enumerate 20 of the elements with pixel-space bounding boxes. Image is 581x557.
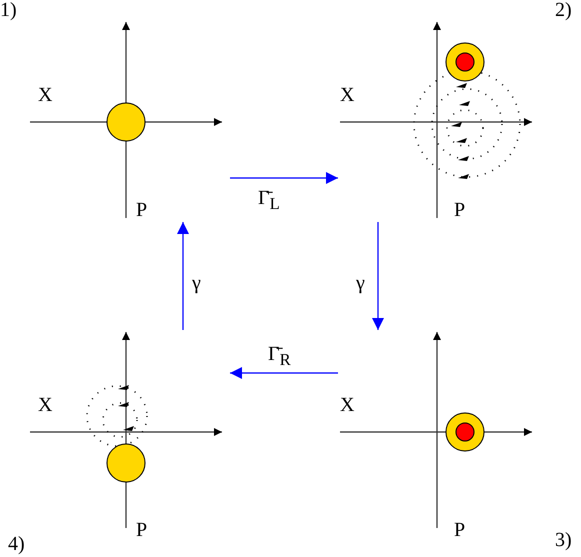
panel-number: 2) <box>555 0 572 20</box>
arrow <box>230 172 338 184</box>
axis-label: X <box>38 395 52 415</box>
arrow <box>372 222 384 330</box>
edge-label: γ <box>192 272 201 294</box>
edge-label: γ <box>356 272 365 294</box>
axis-label: P <box>454 520 466 540</box>
arrow <box>177 222 189 330</box>
axis-label: X <box>38 85 52 105</box>
panel-number: 3) <box>555 530 572 550</box>
arrow <box>230 367 338 379</box>
axis-label: P <box>454 200 466 220</box>
edge-label: Γ̄$_{R}$ <box>268 343 291 371</box>
edge-label: Γ̄$_{L}$ <box>258 187 280 215</box>
axis-label: X <box>340 395 354 415</box>
axis-label: X <box>340 85 354 105</box>
panel-number: 1) <box>0 0 17 20</box>
axis-label: P <box>136 520 148 540</box>
axis-label: P <box>136 200 148 220</box>
panel-number: 4) <box>8 534 25 554</box>
